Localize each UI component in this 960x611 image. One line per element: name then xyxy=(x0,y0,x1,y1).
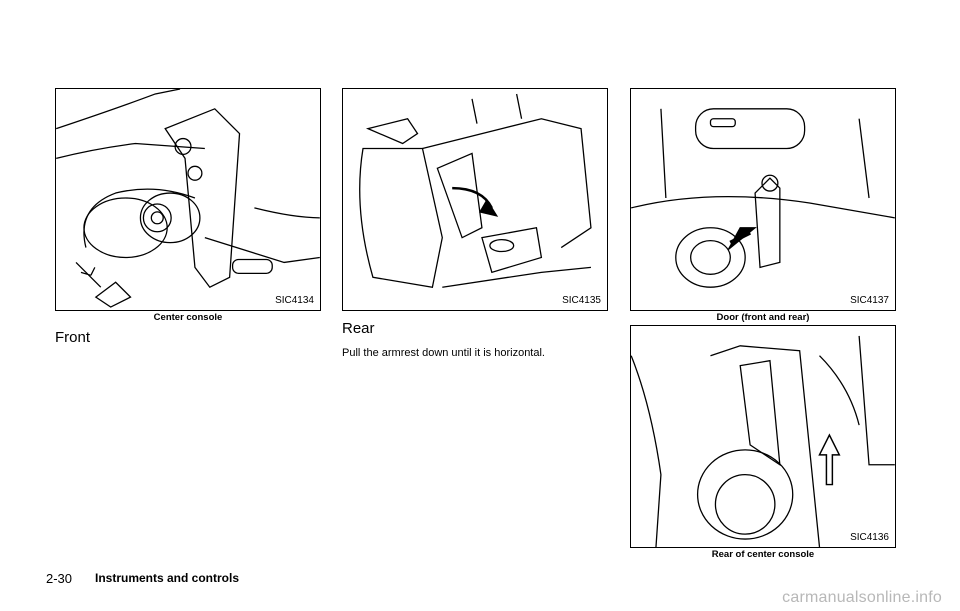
rear-instruction: Pull the armrest down until it is horizo… xyxy=(342,347,545,359)
figure-code: SIC4136 xyxy=(850,532,889,543)
figure-door-holder: SIC4137 xyxy=(630,88,896,311)
figure-code: SIC4134 xyxy=(275,295,314,306)
rear-seat-armrest-illustration xyxy=(359,93,592,288)
watermark: carmanualsonline.info xyxy=(782,589,942,606)
figure-code: SIC4135 xyxy=(562,295,601,306)
chapter-title: Instruments and controls xyxy=(95,571,240,585)
figure-rear-armrest: SIC4135 xyxy=(342,88,608,311)
figure-code: SIC4137 xyxy=(850,295,889,306)
figure-caption: Door (front and rear) xyxy=(716,312,810,323)
figure-caption: Center console xyxy=(153,312,223,323)
page-number: 2-30 xyxy=(46,571,73,586)
door-bottle-holder-illustration xyxy=(631,108,895,288)
figure-center-console: SIC4134 xyxy=(55,88,321,311)
section-heading-rear: Rear xyxy=(342,320,375,337)
figure-caption: Rear of center console xyxy=(711,549,815,560)
section-heading-front: Front xyxy=(55,329,91,346)
rear-console-cupholder-illustration xyxy=(631,335,895,547)
figure-rear-console: SIC4136 xyxy=(630,325,896,548)
center-console-illustration xyxy=(56,89,320,308)
